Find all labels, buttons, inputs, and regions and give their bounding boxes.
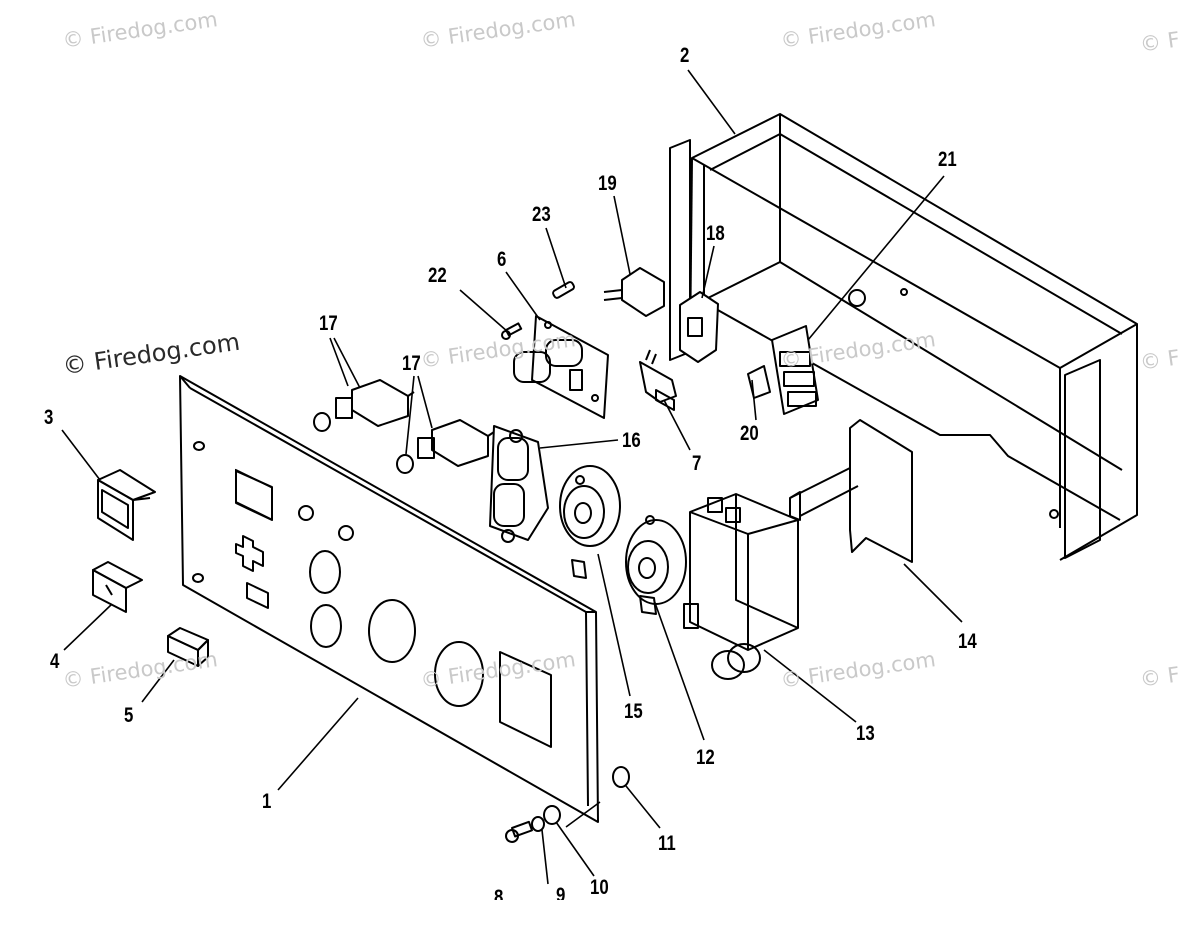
rocker-switch [167,627,209,667]
main-breaker-block [683,493,799,680]
callout-7: 7 [692,452,702,475]
callout-17a: 17 [319,312,338,335]
callout-15: 15 [624,700,643,723]
terminal-block-21 [771,325,819,415]
lockwasher-10 [543,805,561,825]
callout-13: 13 [856,722,875,745]
callout-6: 6 [497,248,507,271]
screw-8 [505,820,533,843]
washer-9 [531,816,545,832]
callout-3: 3 [44,406,54,429]
terminal-20 [747,365,771,399]
breaker-17b [396,419,495,474]
dc-outlet [92,561,143,613]
front-panel [179,375,599,823]
callout-18: 18 [706,222,725,245]
callout-23: 23 [532,203,551,226]
leader-lines [61,69,963,885]
callout-20: 20 [740,422,759,445]
callout-16: 16 [622,429,641,452]
hour-meter [97,469,156,541]
pin-23 [552,281,575,299]
twist-lock-15 [559,465,621,579]
callout-2: 2 [680,44,690,67]
callout-1: 1 [262,790,272,813]
twist-lock-12 [625,515,687,615]
callout-8: 8 [494,886,504,900]
callout-4: 4 [50,650,60,673]
callout-19: 19 [598,172,617,195]
circuit-board [513,315,609,419]
switch-18 [679,291,719,363]
callout-17b: 17 [402,352,421,375]
callout-21: 21 [938,148,957,171]
callout-11: 11 [658,832,676,855]
callout-5: 5 [124,704,134,727]
callout-9: 9 [556,884,566,900]
nut-11 [612,766,630,788]
breaker-17a [313,379,415,432]
bracket-14 [789,419,913,563]
callout-10: 10 [590,876,609,899]
plug-19 [603,267,665,317]
duplex-receptacle [489,425,549,543]
callout-12: 12 [696,746,715,769]
callout-14: 14 [958,630,977,653]
connector-7 [639,349,677,411]
callout-22: 22 [428,264,447,287]
